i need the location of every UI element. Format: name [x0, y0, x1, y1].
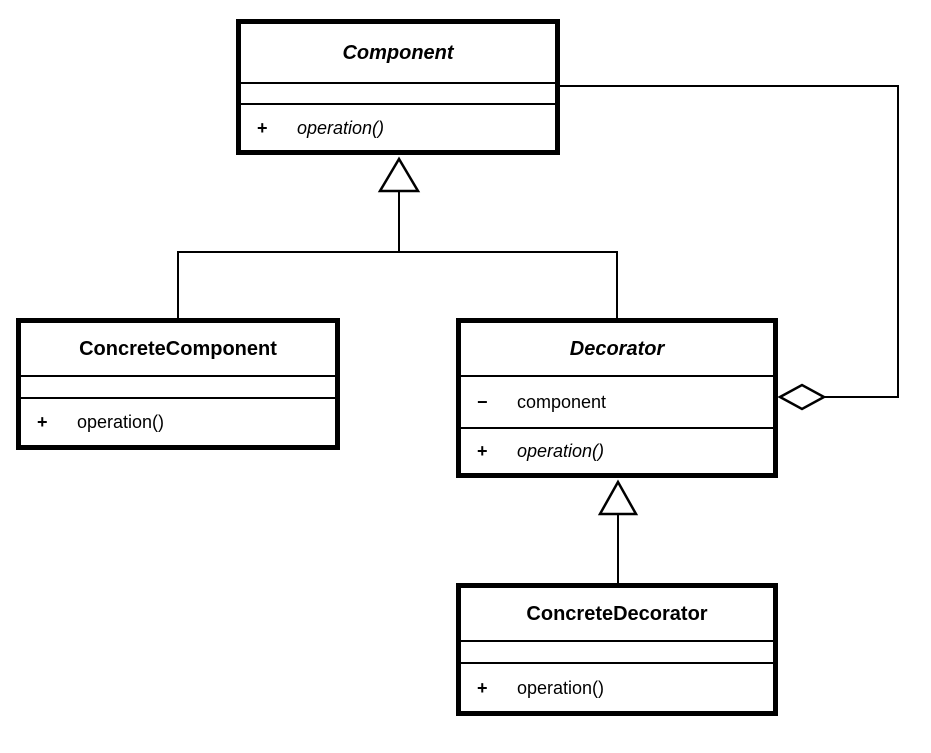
operation-label: operation() — [517, 441, 605, 461]
visibility-marker: + — [477, 441, 488, 461]
class-name: Component — [241, 24, 555, 82]
attribute-row: − component — [461, 393, 773, 411]
aggregation-line — [560, 85, 899, 398]
operations-compartment: + operation() — [21, 397, 335, 445]
class-box-decorator: Decorator − component + operation() — [456, 318, 778, 478]
class-name-label: Decorator — [569, 337, 665, 360]
operation-label: operation() — [517, 677, 605, 698]
operation-label: operation() — [297, 117, 385, 138]
aggregation-diamond-icon — [777, 383, 827, 411]
operation-row: + operation() — [241, 119, 555, 137]
visibility-marker: + — [37, 412, 48, 432]
attributes-compartment — [241, 82, 555, 103]
generalization-triangle-icon — [377, 156, 421, 193]
class-name: ConcreteComponent — [21, 323, 335, 375]
operations-compartment: + operation() — [461, 427, 773, 473]
attributes-compartment — [21, 375, 335, 397]
operations-compartment: + operation() — [241, 103, 555, 150]
generalization-triangle-icon — [597, 479, 639, 516]
visibility-marker: + — [257, 117, 268, 138]
class-name-label: Component — [342, 41, 454, 64]
operation-label: operation() — [77, 412, 165, 432]
class-name-label: ConcreteDecorator — [526, 602, 708, 625]
visibility-marker: + — [477, 677, 488, 698]
operations-compartment: + operation() — [461, 662, 773, 711]
operation-row: + operation() — [21, 413, 335, 431]
class-name: Decorator — [461, 323, 773, 375]
class-box-concrete-decorator: ConcreteDecorator + operation() — [456, 583, 778, 716]
generalization-branch-line — [177, 251, 618, 320]
attributes-compartment — [461, 640, 773, 662]
class-name: ConcreteDecorator — [461, 588, 773, 640]
operation-row: + operation() — [461, 442, 773, 460]
class-box-concrete-component: ConcreteComponent + operation() — [16, 318, 340, 450]
visibility-marker: − — [477, 392, 488, 412]
operation-row: + operation() — [461, 679, 773, 697]
class-box-component: Component + operation() — [236, 19, 560, 155]
attributes-compartment: − component — [461, 375, 773, 427]
class-name-label: ConcreteComponent — [79, 337, 277, 360]
attribute-label: component — [517, 392, 607, 412]
